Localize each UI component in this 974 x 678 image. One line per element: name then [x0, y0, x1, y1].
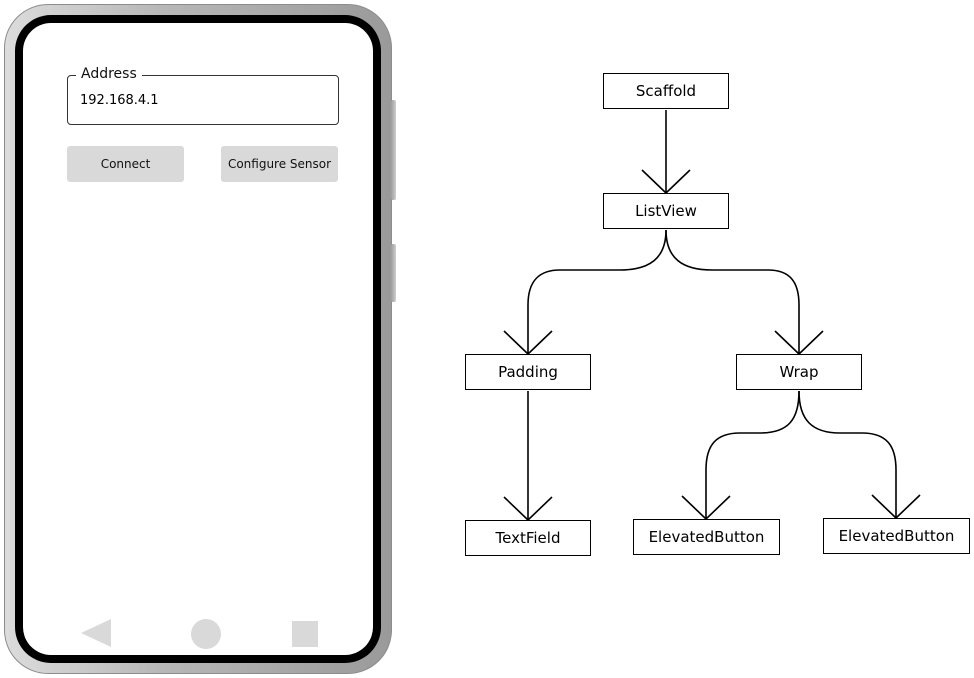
connect-button[interactable]: Connect — [67, 146, 184, 182]
address-label: Address — [76, 65, 142, 83]
back-triangle-icon[interactable] — [81, 619, 111, 647]
address-input[interactable] — [80, 93, 320, 108]
edge-listview-padding — [527, 229, 667, 354]
recent-square-icon[interactable] — [292, 621, 318, 647]
address-text-field[interactable]: Address — [67, 65, 339, 125]
edge-listview-wrap — [665, 229, 800, 354]
configure-sensor-button[interactable]: Configure Sensor — [221, 146, 338, 182]
node-elevatedbutton-1: ElevatedButton — [633, 519, 780, 555]
edge-wrap-elevatedbutton1 — [705, 390, 800, 519]
power-side-button — [391, 244, 396, 302]
node-textfield: TextField — [465, 520, 591, 556]
node-scaffold: Scaffold — [603, 73, 729, 109]
node-wrap: Wrap — [736, 354, 862, 390]
volume-side-button — [391, 100, 396, 200]
phone-bezel: Address Connect Configure Sensor — [15, 15, 381, 663]
home-circle-icon[interactable] — [191, 619, 221, 649]
edge-wrap-elevatedbutton2 — [798, 390, 897, 518]
phone-frame: Address Connect Configure Sensor — [4, 4, 392, 674]
node-padding: Padding — [465, 354, 591, 390]
node-listview: ListView — [603, 193, 729, 229]
node-elevatedbutton-2: ElevatedButton — [823, 518, 970, 554]
phone-screen: Address Connect Configure Sensor — [23, 23, 373, 655]
